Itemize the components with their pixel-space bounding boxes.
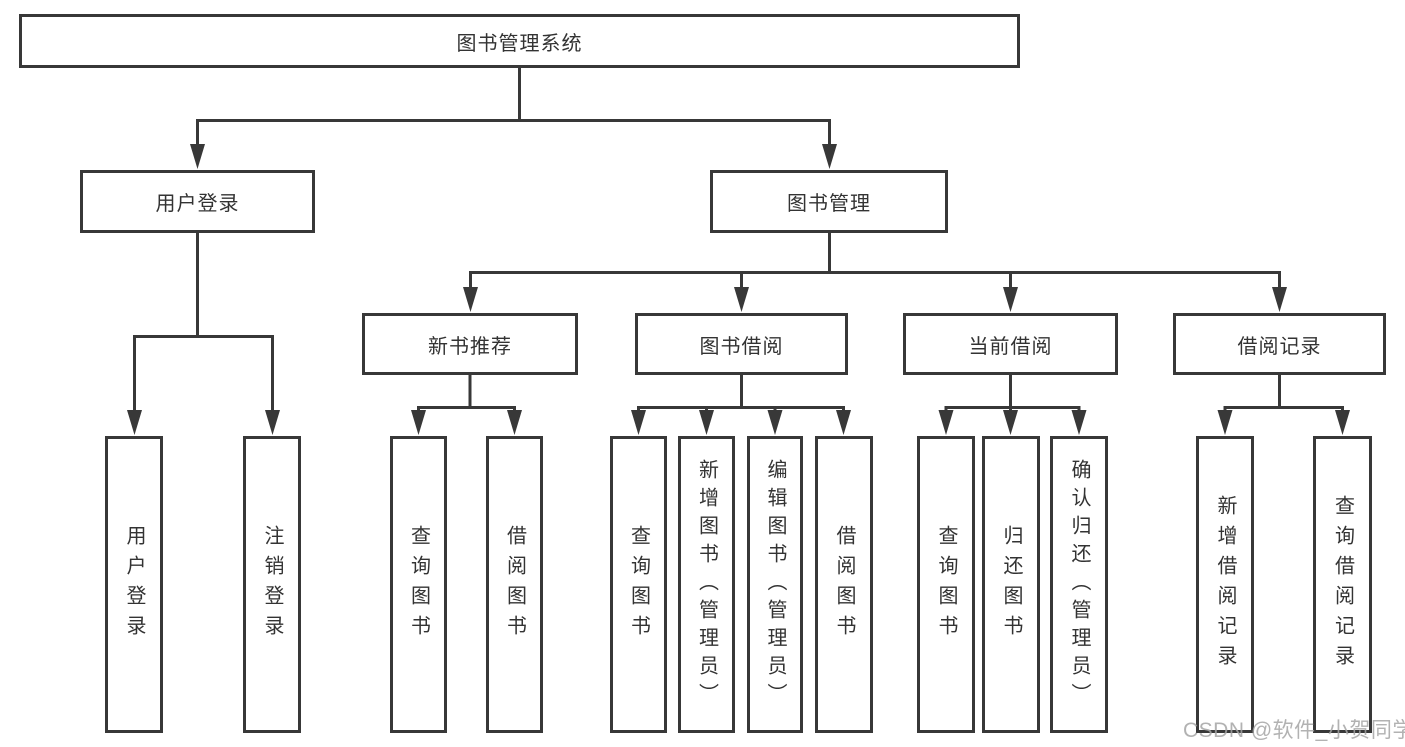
leaf-user-login-label: 用户登录 bbox=[123, 524, 145, 645]
leaf-add-book-admin-label: 新增图书（管理员） bbox=[695, 458, 718, 711]
node-new-book-recommend-label: 新书推荐 bbox=[428, 335, 512, 358]
leaf-borrow-book-recommend-label: 借阅图书 bbox=[503, 524, 526, 645]
node-borrow-record: 借阅记录 bbox=[1173, 313, 1386, 375]
node-root: 图书管理系统 bbox=[19, 14, 1020, 68]
leaf-confirm-return-admin: 确认归还（管理员） bbox=[1050, 436, 1108, 733]
node-root-label: 图书管理系统 bbox=[456, 32, 583, 55]
leaf-user-login: 用户登录 bbox=[105, 436, 163, 733]
leaf-query-book-current-label: 查询图书 bbox=[935, 524, 957, 645]
leaf-confirm-return-admin-label: 确认归还（管理员） bbox=[1068, 458, 1090, 711]
leaf-query-book-borrow-label: 查询图书 bbox=[627, 524, 650, 645]
leaf-query-borrow-record: 查询借阅记录 bbox=[1313, 436, 1372, 733]
leaf-query-book-recommend: 查询图书 bbox=[390, 436, 447, 733]
csdn-watermark: CSDN @软件_小贺同学 bbox=[1183, 719, 1405, 742]
node-borrow-record-label: 借阅记录 bbox=[1237, 335, 1322, 358]
node-current-borrow: 当前借阅 bbox=[903, 313, 1118, 375]
leaf-query-book-borrow: 查询图书 bbox=[610, 436, 667, 733]
node-book-borrow-label: 图书借阅 bbox=[699, 335, 784, 358]
leaf-borrow-book-label: 借阅图书 bbox=[833, 524, 855, 645]
node-new-book-recommend: 新书推荐 bbox=[362, 313, 578, 375]
leaf-borrow-book: 借阅图书 bbox=[815, 436, 873, 733]
node-user-login-label: 用户登录 bbox=[155, 193, 240, 215]
leaf-query-borrow-record-label: 查询借阅记录 bbox=[1331, 494, 1354, 675]
leaf-logout-label: 注销登录 bbox=[261, 524, 283, 645]
leaf-borrow-book-recommend: 借阅图书 bbox=[486, 436, 543, 733]
leaf-return-book-label: 归还图书 bbox=[1000, 524, 1022, 645]
arrowheads bbox=[127, 144, 1350, 435]
leaf-query-book-recommend-label: 查询图书 bbox=[407, 524, 430, 645]
node-current-borrow-label: 当前借阅 bbox=[968, 335, 1053, 358]
leaf-add-borrow-record-label: 新增借阅记录 bbox=[1214, 494, 1236, 675]
node-book-management-label: 图书管理 bbox=[787, 193, 871, 215]
leaf-edit-book-admin: 编辑图书（管理员） bbox=[747, 436, 803, 733]
leaf-query-book-current: 查询图书 bbox=[917, 436, 975, 733]
leaf-add-borrow-record: 新增借阅记录 bbox=[1196, 436, 1254, 733]
node-user-login: 用户登录 bbox=[80, 170, 315, 233]
leaf-add-book-admin: 新增图书（管理员） bbox=[678, 436, 735, 733]
leaf-return-book: 归还图书 bbox=[982, 436, 1040, 733]
leaf-edit-book-admin-label: 编辑图书（管理员） bbox=[764, 458, 786, 711]
node-book-management: 图书管理 bbox=[710, 170, 948, 233]
leaf-logout: 注销登录 bbox=[243, 436, 301, 733]
node-book-borrow: 图书借阅 bbox=[635, 313, 848, 375]
